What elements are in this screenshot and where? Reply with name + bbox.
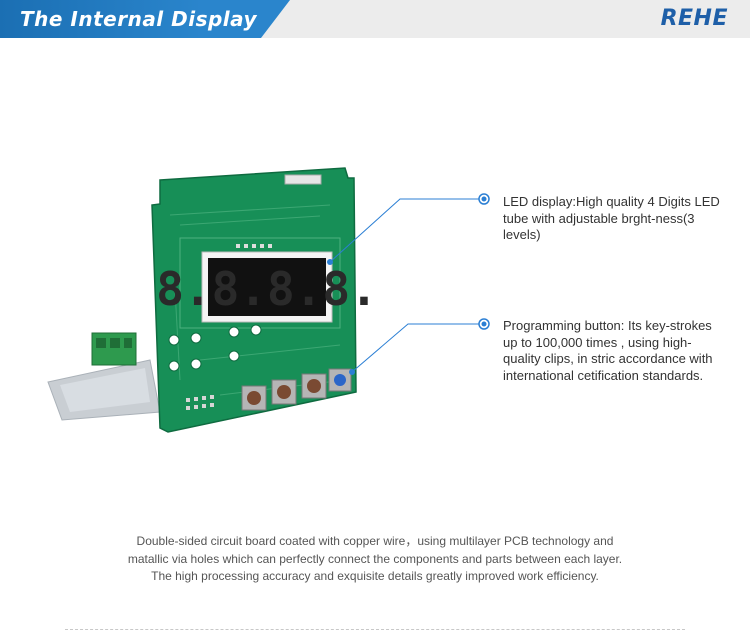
pcb-illustration: 8.8.8.8. bbox=[47, 167, 490, 433]
caption-line-3: The high processing accuracy and exquisi… bbox=[151, 569, 599, 583]
bottom-divider bbox=[65, 629, 685, 630]
terminal-block bbox=[91, 332, 137, 366]
callout-led-line bbox=[329, 198, 484, 263]
components bbox=[168, 324, 262, 372]
led-module: 8.8.8.8. bbox=[156, 251, 378, 323]
indicator-leds bbox=[236, 244, 272, 248]
led-digits: 8.8.8.8. bbox=[156, 262, 378, 316]
page-title: The Internal Display bbox=[20, 7, 258, 31]
header-bar: The Internal Display REHE bbox=[0, 0, 750, 38]
callout-programming-button: Programming button: Its key-strokes up t… bbox=[503, 318, 713, 383]
title-tab bbox=[0, 0, 290, 38]
callout-button-line bbox=[351, 323, 484, 373]
pin-header bbox=[186, 395, 214, 410]
caption-line-2: matallic via holes which can perfectly c… bbox=[127, 551, 623, 566]
programming-buttons bbox=[241, 368, 352, 411]
brand-logo: REHE bbox=[660, 6, 728, 31]
caption-line-1: Double-sided circuit board coated with c… bbox=[136, 534, 614, 548]
callout-led-display: LED display:High quality 4 Digits LED tu… bbox=[503, 194, 720, 242]
caption: Double-sided circuit board coated with c… bbox=[0, 533, 750, 586]
